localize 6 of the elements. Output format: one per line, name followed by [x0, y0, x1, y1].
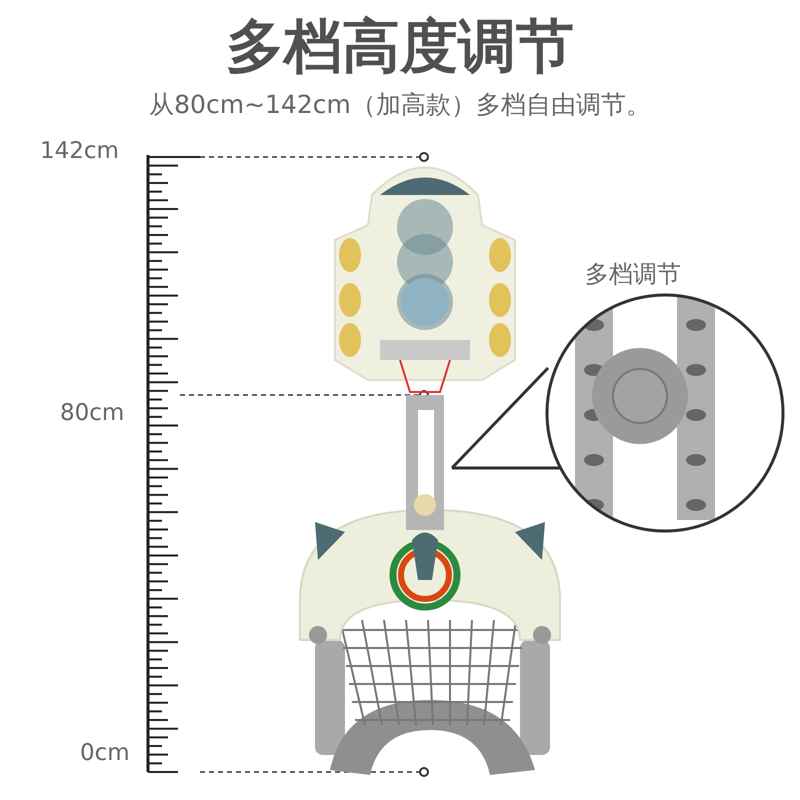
scale-label: 80cm [60, 400, 124, 426]
callout-heading: 多档调节 [585, 259, 681, 290]
scale-label: 0cm [80, 740, 130, 766]
scale-label: 142cm [40, 138, 119, 164]
title: 多档高度调节 [225, 11, 575, 82]
subtitle: 从80cm~142cm（加高款）多档自由调节。 [148, 89, 652, 121]
